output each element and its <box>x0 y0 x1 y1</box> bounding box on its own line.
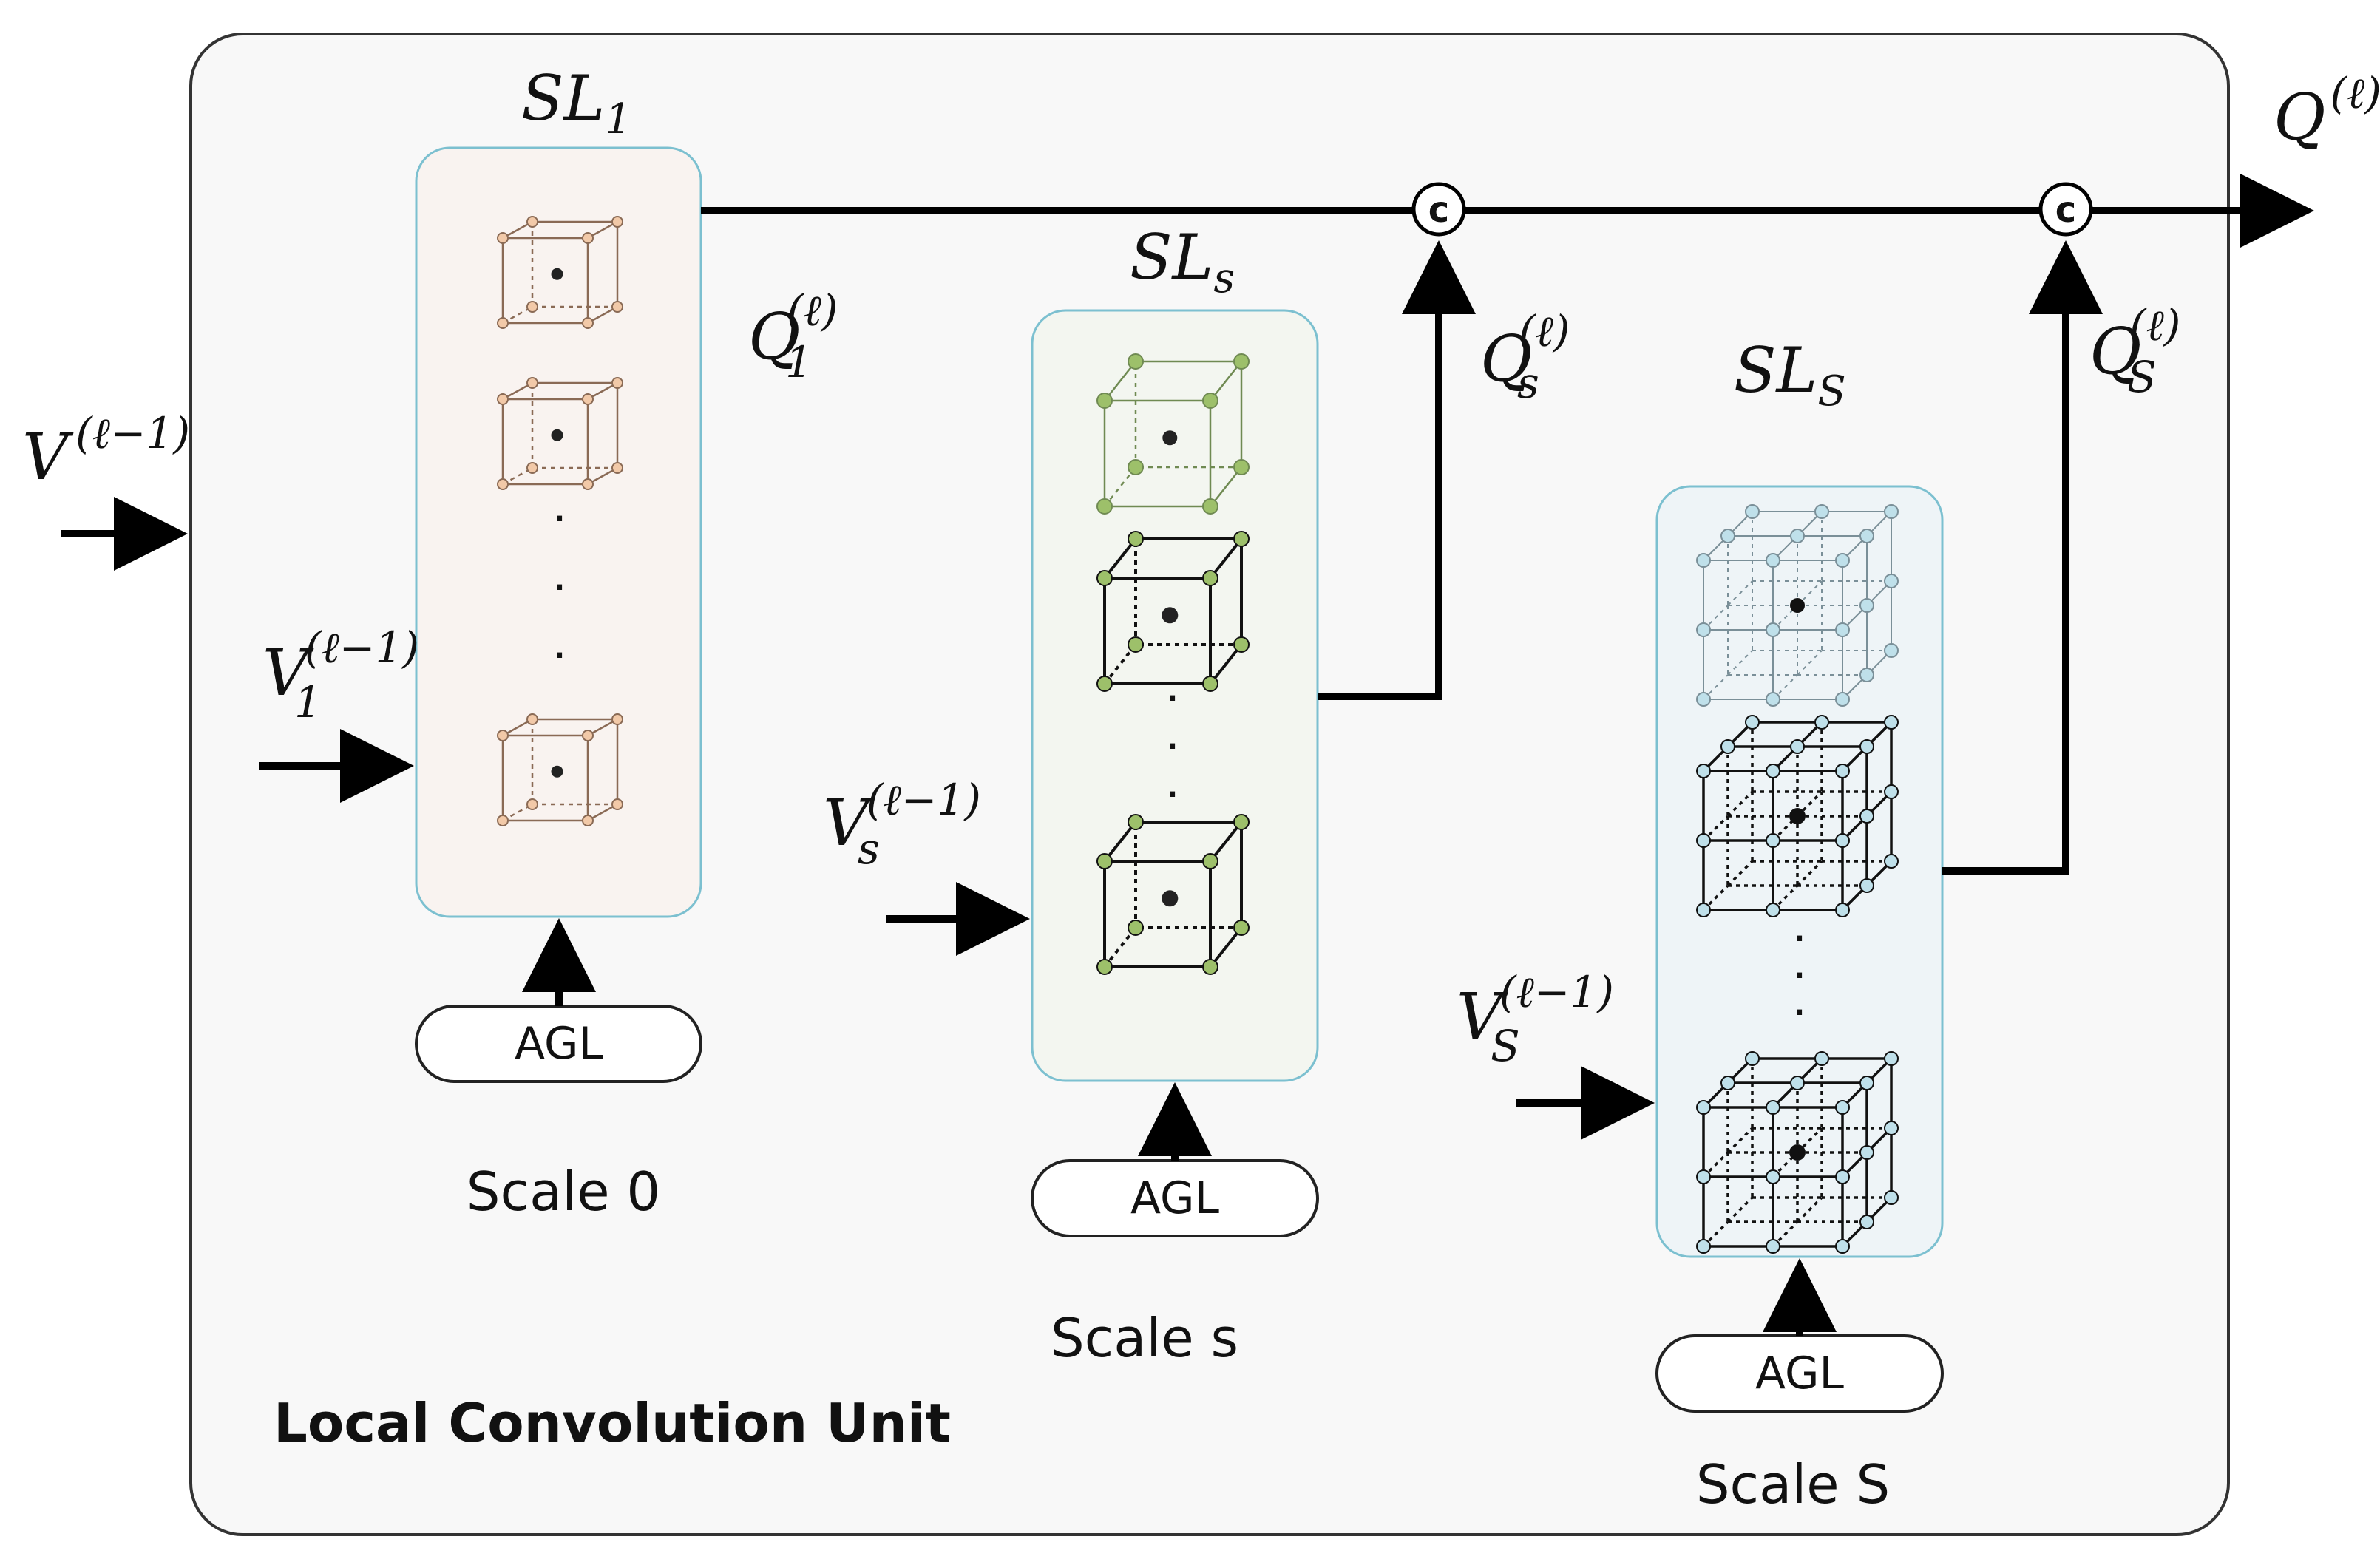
svg-text:·: · <box>1792 913 1806 965</box>
unit-title: Local Convolution Unit <box>274 1392 951 1454</box>
scale-s-caption: Scale s <box>1051 1307 1238 1369</box>
svg-text:·: · <box>552 493 566 545</box>
scale-0-agl-label: AGL <box>515 1018 603 1070</box>
scale-0-output-base: Q <box>748 300 801 374</box>
scale-S-title: SLS <box>1734 334 1846 415</box>
scale-S-input-sup: (ℓ−1) <box>1499 967 1614 1017</box>
svg-text:·: · <box>1792 950 1806 1002</box>
scale-0-title: SL1 <box>521 62 631 143</box>
scale-S-caption: Scale S <box>1696 1453 1890 1515</box>
scale-S-input-base: V <box>1457 980 1508 1054</box>
scale-0-input-base: V <box>262 636 314 710</box>
scale-s-ellipsis: · · · <box>1165 673 1179 821</box>
svg-text:·: · <box>552 562 566 614</box>
global-output-label: Q(ℓ) <box>2274 68 2380 154</box>
scale-0-caption: Scale 0 <box>467 1161 660 1223</box>
svg-text:·: · <box>1165 721 1179 772</box>
scale-S-cube-0 <box>1696 504 1899 707</box>
scale-s-cube-2 <box>1096 814 1250 975</box>
scale-S-agl-label: AGL <box>1755 1348 1844 1399</box>
scale-S-output-base: Q <box>2089 315 2142 389</box>
scale-s-output-path <box>1318 240 1476 700</box>
scale-0-panel <box>415 146 702 918</box>
scale-s-input-base: V <box>823 787 875 860</box>
scale-S-ellipsis: · · · <box>1792 913 1806 1039</box>
concat-node-S <box>2038 182 2093 237</box>
scale-0-output-sub: 1 <box>785 337 813 387</box>
scale-s-input-sup: (ℓ−1) <box>867 775 981 825</box>
svg-text:·: · <box>1165 673 1179 724</box>
scale-s-output-sub: s <box>1517 358 1539 408</box>
scale-s-cube-1 <box>1096 531 1250 692</box>
concat-symbol-S: c <box>2055 189 2076 231</box>
scale-S-input-sub: S <box>1491 1021 1520 1071</box>
scale-S-output-sup: (ℓ) <box>2129 300 2180 350</box>
scale-s-output-base: Q <box>1480 322 1533 396</box>
scale-0-output-sup: (ℓ) <box>787 285 838 336</box>
scale-s-cube-0 <box>1096 353 1250 515</box>
scale-0-input-sub: 1 <box>294 677 322 727</box>
concat-node-s <box>1411 182 1466 237</box>
scale-0-cube-1 <box>497 377 623 490</box>
scale-0-cube-2 <box>497 713 623 826</box>
scale-s-output-sup: (ℓ) <box>1519 306 1570 356</box>
scale-S-cube-2 <box>1696 1051 1899 1254</box>
scale-S-output-path <box>1942 240 2103 875</box>
scale-s-title: SLs <box>1130 221 1235 302</box>
voxel-grids <box>497 216 1899 1254</box>
svg-text:·: · <box>1165 769 1179 821</box>
scale-0-ellipsis: · · · <box>552 493 566 682</box>
svg-text:·: · <box>552 630 566 682</box>
scale-0-input-sup: (ℓ−1) <box>305 622 419 673</box>
scale-S-cube-1 <box>1696 715 1899 917</box>
global-input-label: V(ℓ−1) <box>22 408 190 495</box>
scale-s-input-sub: s <box>858 824 880 874</box>
scale-S-output-sub: S <box>2127 352 2157 402</box>
scale-s-agl-label: AGL <box>1130 1172 1219 1224</box>
concat-symbol-s: c <box>1428 189 1449 231</box>
svg-text:·: · <box>1792 987 1806 1039</box>
scale-0-cube-0 <box>497 216 623 329</box>
